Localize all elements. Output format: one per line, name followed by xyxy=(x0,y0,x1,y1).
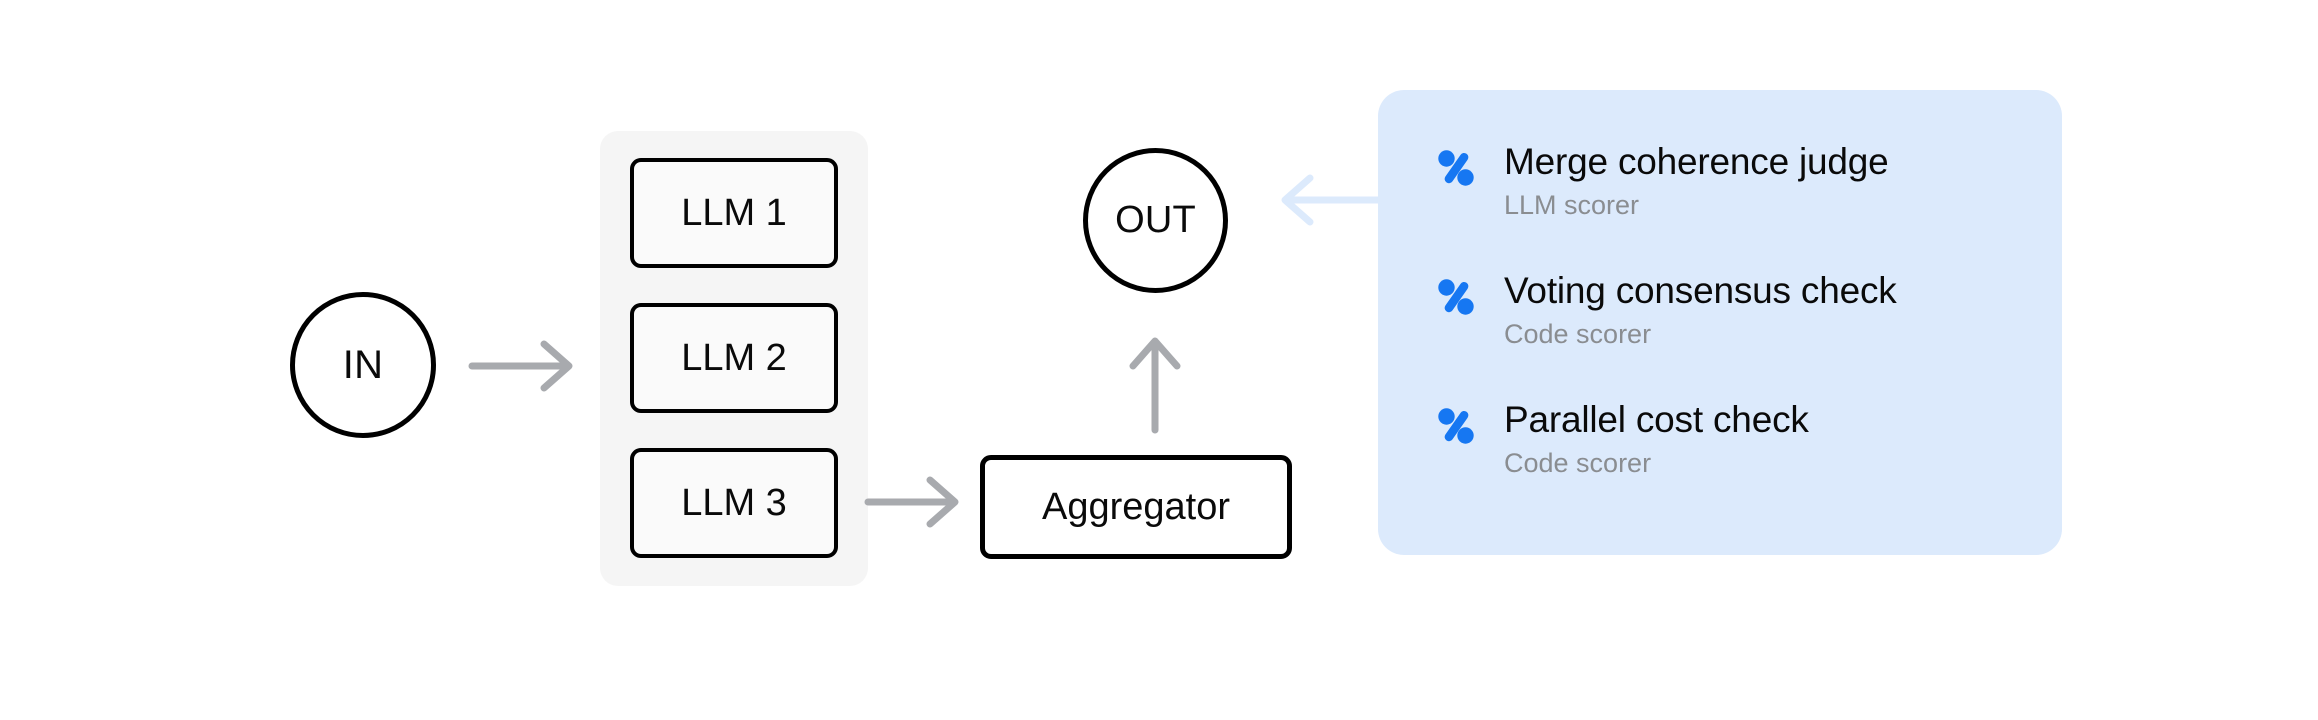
aggregator-node[interactable]: Aggregator xyxy=(980,455,1292,559)
braintrust-percent-icon xyxy=(1438,150,1474,186)
arrow-up-icon-aggregator-to-out xyxy=(1129,337,1181,434)
llm-node-3[interactable]: LLM 3 xyxy=(630,448,838,558)
scorer-item[interactable]: Parallel cost check Code scorer xyxy=(1436,400,2022,481)
arrow-right-icon-in-to-group xyxy=(468,340,573,392)
aggregator-node-label: Aggregator xyxy=(1041,485,1230,528)
input-node-label: IN xyxy=(342,342,384,387)
scorer-text: Voting consensus check Code scorer xyxy=(1504,271,1897,352)
llm-node-1[interactable]: LLM 1 xyxy=(630,158,838,268)
scorer-item[interactable]: Merge coherence judge LLM scorer xyxy=(1436,142,2022,223)
scorer-item[interactable]: Voting consensus check Code scorer xyxy=(1436,271,2022,352)
arrow-left-icon-scorers-to-out xyxy=(1281,174,1386,226)
arrow-right-icon-llm3-to-aggregator xyxy=(864,476,959,528)
scorer-text: Parallel cost check Code scorer xyxy=(1504,400,1809,481)
llm-node-2-label: LLM 2 xyxy=(681,336,787,379)
scorer-type: Code scorer xyxy=(1504,448,1652,479)
braintrust-percent-icon xyxy=(1438,408,1474,444)
input-node[interactable]: IN xyxy=(290,292,436,438)
scorer-title: Voting consensus check xyxy=(1504,270,1897,312)
llm-node-1-label: LLM 1 xyxy=(681,191,787,234)
scorer-type: Code scorer xyxy=(1504,319,1652,349)
scorer-title: Merge coherence judge xyxy=(1504,141,1889,182)
scorers-panel: Merge coherence judge LLM scorer Voting … xyxy=(1378,90,2062,555)
output-node[interactable]: OUT xyxy=(1083,148,1228,293)
scorer-text: Merge coherence judge LLM scorer xyxy=(1504,142,1889,223)
braintrust-percent-icon xyxy=(1438,279,1474,315)
scorer-title: Parallel cost check xyxy=(1504,399,1809,441)
llm-node-3-label: LLM 3 xyxy=(681,481,787,524)
scorer-type: LLM scorer xyxy=(1504,189,1640,220)
llm-node-2[interactable]: LLM 2 xyxy=(630,303,838,413)
output-node-label: OUT xyxy=(1115,199,1196,241)
parallel-llm-group: LLM 1 LLM 2 LLM 3 xyxy=(600,131,868,586)
